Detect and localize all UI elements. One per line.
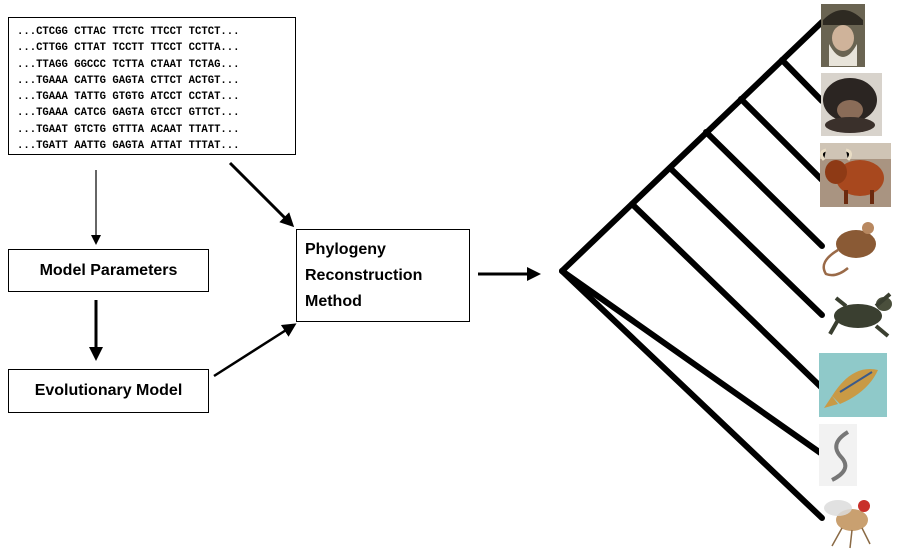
sequence-row: ...CTTGG CTTAT TCCTT TTCCT CCTTA...	[17, 42, 240, 55]
tree-branch	[559, 268, 825, 521]
sequence-row: ...TTAGG GGCCC TCTTA CTAAT TCTAG...	[17, 58, 240, 71]
frog-icon	[828, 292, 892, 338]
model-parameters-box: Model Parameters	[8, 249, 209, 292]
method-line: Reconstruction	[305, 267, 423, 284]
mouse-icon	[822, 222, 876, 277]
tree-branch	[629, 201, 825, 391]
sequence-row: ...TGATT AATTG GAGTA ATTAT TTTAT...	[17, 140, 240, 153]
cow-icon	[819, 143, 891, 207]
method-line: Phylogeny	[305, 241, 386, 258]
method-line: Method	[305, 293, 362, 310]
tree-branch	[559, 268, 825, 457]
sequence-row: ...CTCGG CTTAC TTCTC TTCCT TCTCT...	[17, 26, 240, 38]
sequence-row: ...TGAAA CATCG GAGTA GTCCT GTTCT...	[17, 107, 240, 120]
arrow-sequences-to-method	[228, 161, 295, 228]
phylogenetic-tree	[559, 19, 825, 521]
sequence-row: ...TGAAA TATTG GTGTG ATCCT CCTAT...	[17, 91, 240, 104]
tree-branch	[779, 57, 825, 104]
tree-branch	[703, 129, 825, 249]
nematode-icon	[819, 424, 857, 486]
tree-branch	[738, 96, 825, 183]
tree-branch	[559, 19, 825, 274]
sequence-row: ...TGAAT GTCTG GTTTA ACAAT TTATT...	[17, 123, 240, 136]
chimpanzee-icon	[821, 73, 882, 136]
human-icon	[821, 4, 865, 67]
reconstruction-method-box: Phylogeny Reconstruction Method	[296, 229, 470, 322]
arrow-model-to-method	[213, 323, 297, 378]
zebrafish-icon	[819, 353, 887, 417]
tree-branch	[667, 165, 825, 318]
sequence-alignment-box: ...CTCGG CTTAC TTCTC TTCCT TCTCT... ...CT…	[8, 17, 296, 155]
fruit-fly-icon	[824, 500, 871, 549]
sequence-row: ...TGAAA CATTG GAGTA CTTCT ACTGT...	[17, 74, 240, 87]
evolutionary-model-box: Evolutionary Model	[8, 369, 209, 413]
